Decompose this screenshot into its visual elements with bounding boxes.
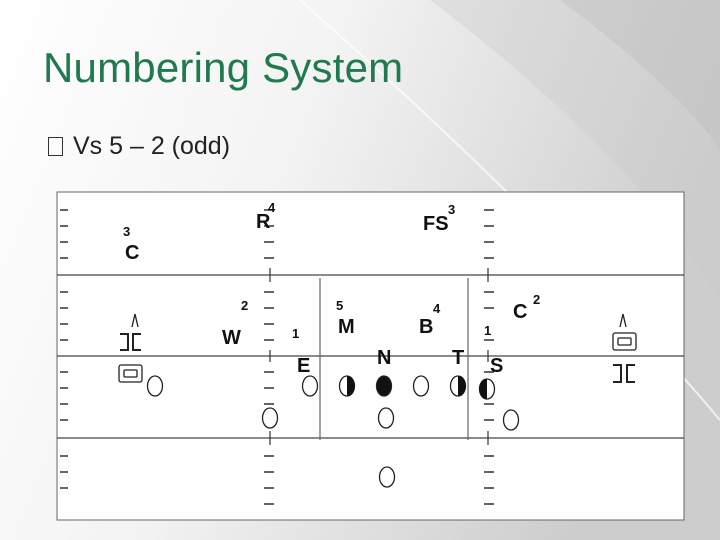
defender-number: 2 (241, 298, 248, 313)
defender-letter: C (513, 301, 527, 323)
defender-letter: W (222, 327, 241, 349)
cross-ticks (269, 268, 489, 445)
yard-lines (57, 274, 684, 439)
defender-letter: S (490, 355, 503, 377)
defender-number: 1 (484, 323, 491, 338)
box-icon (118, 364, 143, 383)
defender-letter: B (419, 316, 433, 338)
defender-number: 4 (268, 200, 276, 215)
player-half-circle (338, 375, 356, 397)
defender-r: R 4 (256, 200, 276, 233)
player-circle (301, 375, 319, 397)
defender-c-left: 3 C (123, 224, 139, 264)
player-half-circle (478, 378, 496, 400)
defender-letter: C (125, 242, 139, 264)
pointer-icon (131, 313, 139, 328)
defender-number: 3 (448, 202, 455, 217)
defender-t: T (452, 347, 464, 369)
defender-n: N (377, 347, 391, 369)
defender-number: 5 (336, 298, 343, 313)
left-sideline-icons (118, 313, 143, 383)
defender-m: 5 M (336, 298, 355, 338)
bullet-item: Vs 5 – 2 (odd) (48, 132, 230, 161)
defender-c-right: C 2 (513, 292, 540, 323)
defender-e: 1 E (292, 326, 310, 377)
offense-players (146, 375, 520, 488)
right-sideline-icons (612, 313, 637, 383)
player-circle (378, 466, 396, 488)
player-circle (146, 375, 164, 397)
defender-fs: FS 3 (423, 202, 455, 235)
player-circle (502, 409, 520, 431)
bullet-text: Vs 5 – 2 (odd) (73, 132, 231, 160)
pointer-icon (619, 313, 627, 328)
player-circle (377, 407, 395, 429)
defender-number: 4 (433, 301, 441, 316)
defender-b: B 4 (419, 301, 441, 338)
defender-letter: T (452, 347, 464, 369)
defender-letter: FS (423, 213, 449, 235)
hash-marks-inner-left (264, 209, 274, 505)
defender-number: 3 (123, 224, 130, 239)
box-lines (319, 278, 469, 440)
defender-number: 2 (533, 292, 540, 307)
player-circle (261, 407, 279, 429)
player-circle (412, 375, 430, 397)
slide-title: Numbering System (43, 44, 404, 91)
player-half-circle (449, 375, 467, 397)
defender-letter: N (377, 347, 391, 369)
defender-number: 1 (292, 326, 299, 341)
defender-letter: E (297, 355, 310, 377)
box-icon (612, 332, 637, 351)
hash-marks-left (60, 209, 68, 489)
bullet-box-icon (48, 137, 63, 156)
defender-w: 2 W (222, 298, 248, 349)
defender-letter: M (338, 316, 355, 338)
bracket-icon (120, 333, 141, 351)
player-center-filled (375, 375, 393, 397)
defender-s: 1 S (484, 323, 503, 377)
defender-letter: R (256, 211, 271, 233)
bracket-icon (613, 364, 635, 383)
